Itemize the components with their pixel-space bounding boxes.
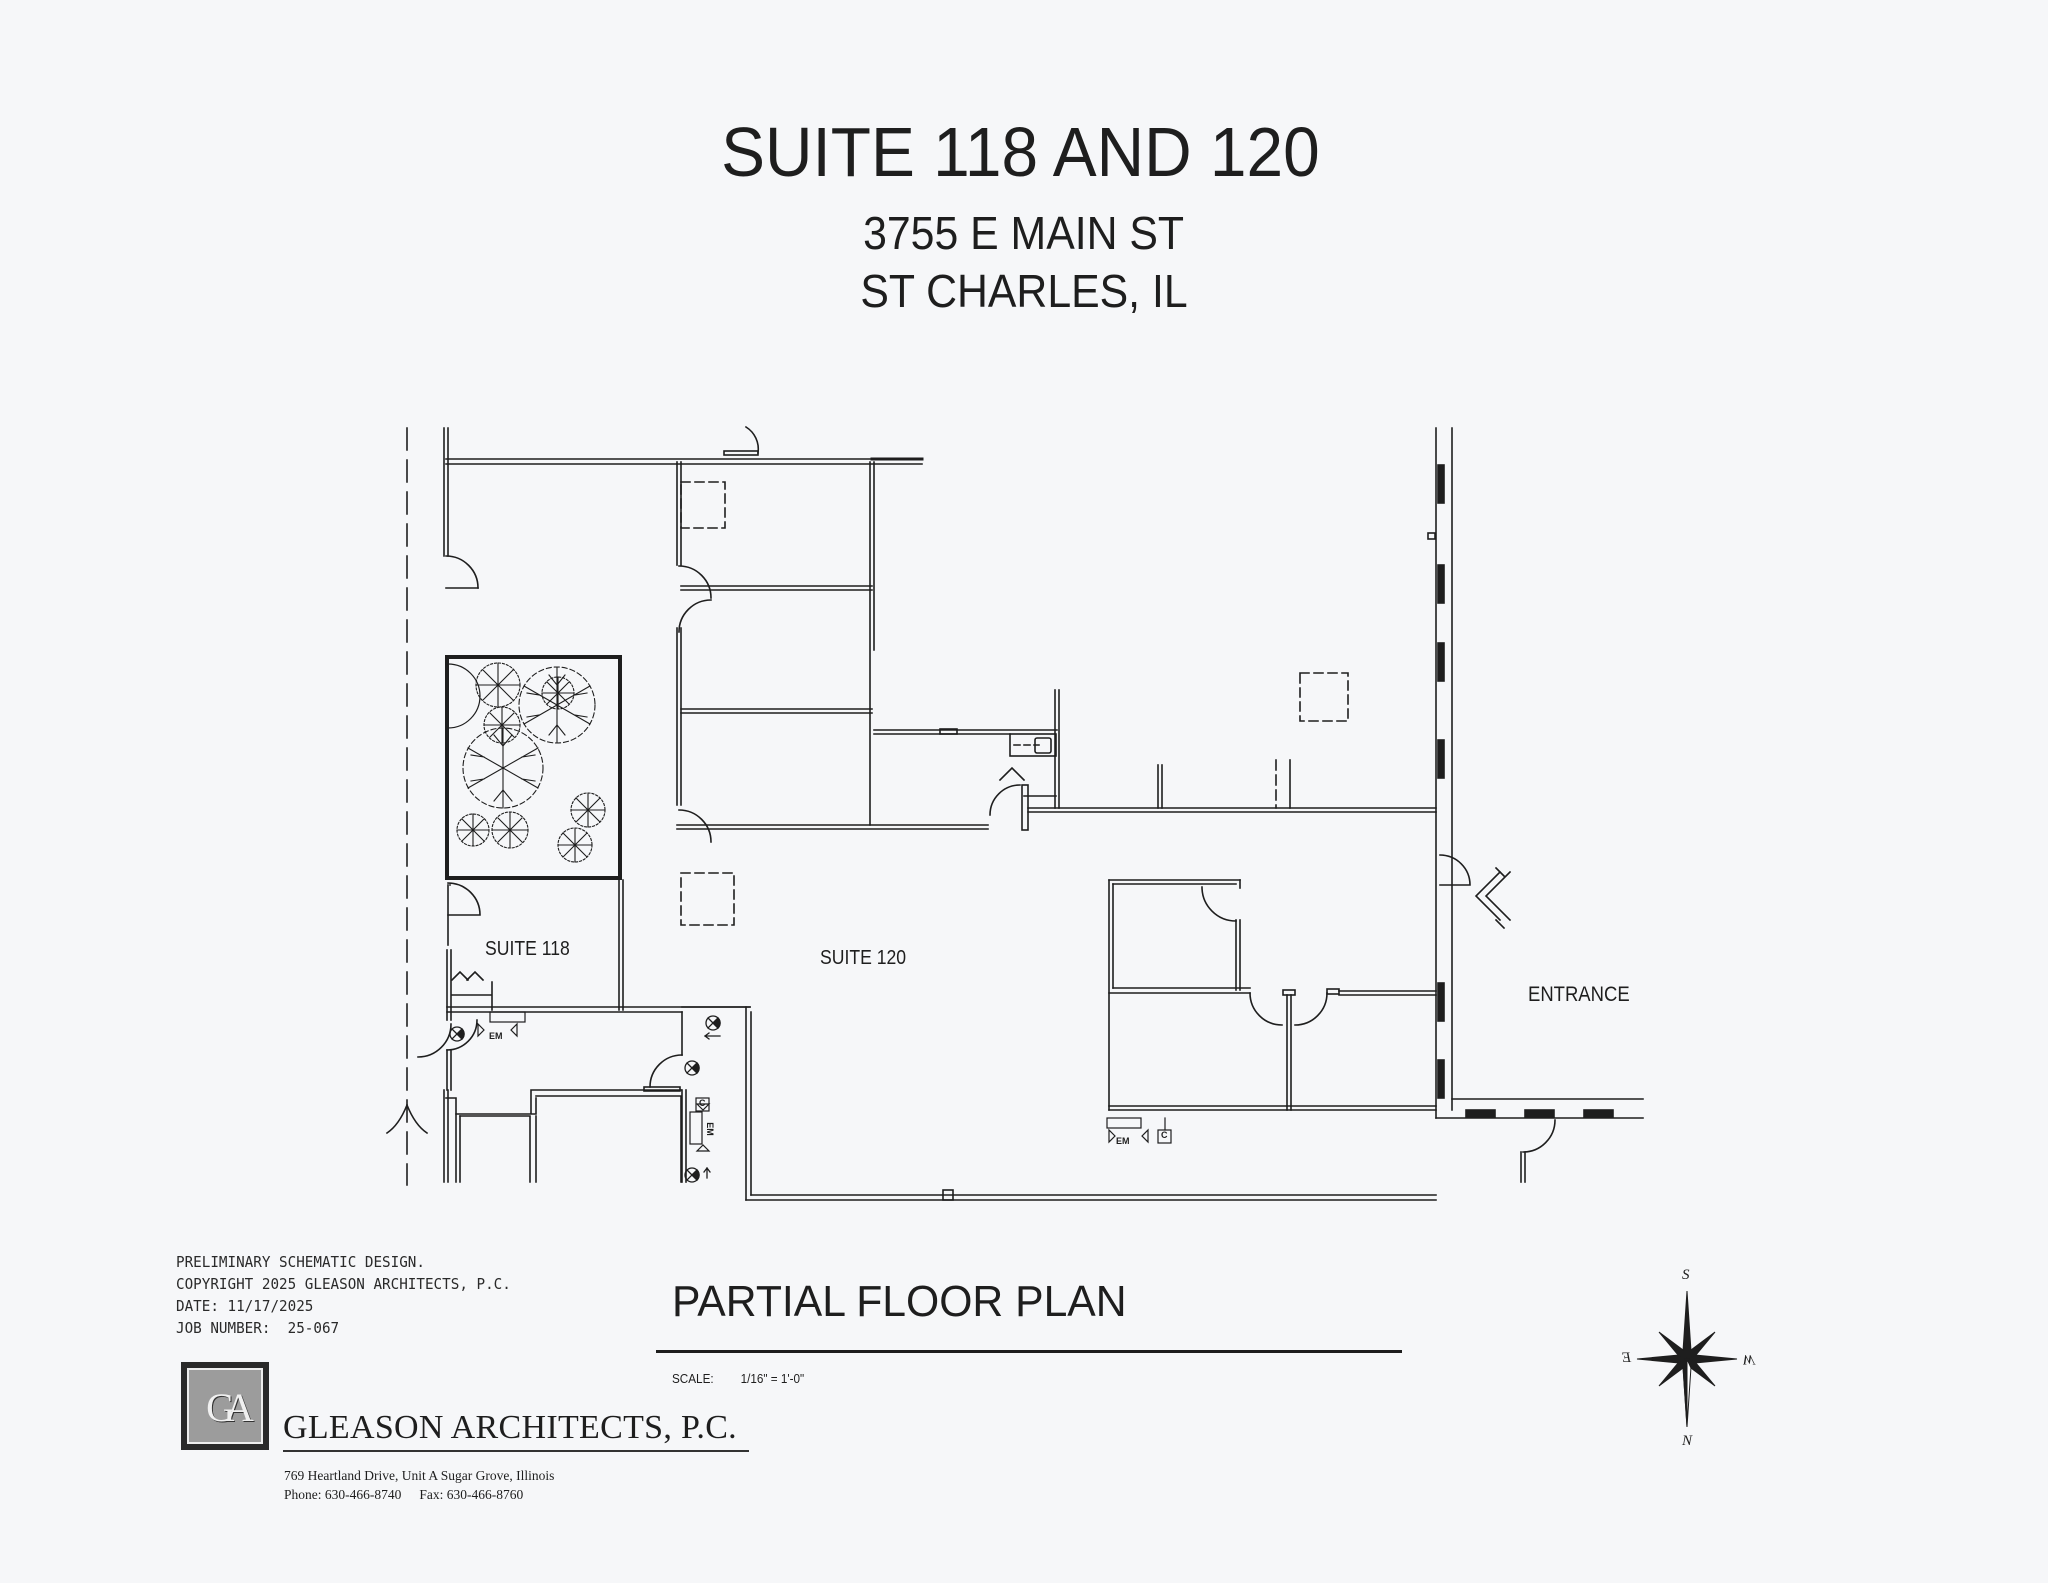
south-exterior-wall [1435,1098,1644,1183]
firm-underline [283,1450,749,1452]
note-line: COPYRIGHT 2025 GLEASON ARCHITECTS, P.C. [176,1275,511,1293]
drawing-notes: PRELIMINARY SCHEMATIC DESIGN. COPYRIGHT … [176,1251,540,1339]
em-label: EM [704,1122,715,1136]
exit-sign-icons [449,1015,721,1183]
compass-label-bottom: N [1682,1433,1693,1449]
suite-118-walls [446,879,751,1023]
office-column-walls [676,461,989,843]
logo-panel: GA [187,1368,263,1444]
address-line-2: ST CHARLES, IL [860,265,1188,317]
scale-label: SCALE: [672,1371,714,1386]
door-swing-118-exit [417,1023,452,1058]
compass-label-right: W [1742,1351,1755,1367]
camera-label: C [1161,1130,1168,1140]
column-marker [1299,672,1349,722]
room-label-suite-120: SUITE 120 [820,947,907,969]
lower-right-offices [1108,879,1437,1111]
door-swing-exterior-left [385,1103,429,1135]
compass-rose-icon [1636,1290,1738,1428]
note-line: JOB NUMBER: 25-067 [176,1319,340,1337]
kitchenette-walls [873,689,1437,831]
drawing-scale: SCALE: 1/16" = 1'-0" [672,1371,804,1386]
column-marker [680,481,726,529]
address-line-1: 3755 E MAIN ST [863,207,1185,259]
west-wall [443,427,479,589]
north-wall [445,457,924,465]
drawing-header-title: SUITE 118 AND 120 [720,113,1320,191]
note-line: DATE: 11/17/2025 [176,1297,314,1315]
em-label: EM [489,1031,503,1041]
lower-left-corridor [443,1011,687,1183]
tree-icons [456,662,606,863]
logo-monogram: GA [206,1385,254,1430]
appliance-symbol [450,970,493,1011]
firm-name: GLEASON ARCHITECTS, P.C. [283,1409,737,1446]
firm-address: 769 Heartland Drive, Unit A Sugar Grove,… [284,1468,555,1483]
courtyard [445,655,622,880]
suite-120-south-wall [681,1006,1437,1201]
emergency-light-icons [477,1022,1149,1152]
compass-label-left: E [1622,1350,1632,1366]
door-leaf-top [723,450,759,456]
firm-phone: Phone: 630-466-8740 [284,1487,402,1502]
room-label-suite-118: SUITE 118 [485,938,570,960]
firm-logo: GA [181,1362,269,1450]
title-underline [656,1350,1402,1353]
column-marker [680,872,735,926]
compass-label-top: S [1682,1267,1690,1283]
entrance-arrow-icon [1474,866,1512,930]
door-swing-courtyard [447,663,481,729]
door-swing-top [744,425,760,454]
east-exterior-wall [1427,427,1471,1119]
firm-fax: Fax: 630-466-8760 [419,1487,524,1502]
em-label: EM [1116,1136,1130,1146]
entrance-label: ENTRANCE [1528,983,1630,1006]
firm-contact: 769 Heartland Drive, Unit A Sugar Grove,… [284,1466,554,1504]
scale-value: 1/16" = 1'-0" [740,1371,805,1386]
drawing-title: PARTIAL FLOOR PLAN [672,1277,1127,1326]
note-line: PRELIMINARY SCHEMATIC DESIGN. [176,1253,425,1271]
camera-icons [695,1097,1172,1144]
camera-label: C [699,1098,706,1108]
